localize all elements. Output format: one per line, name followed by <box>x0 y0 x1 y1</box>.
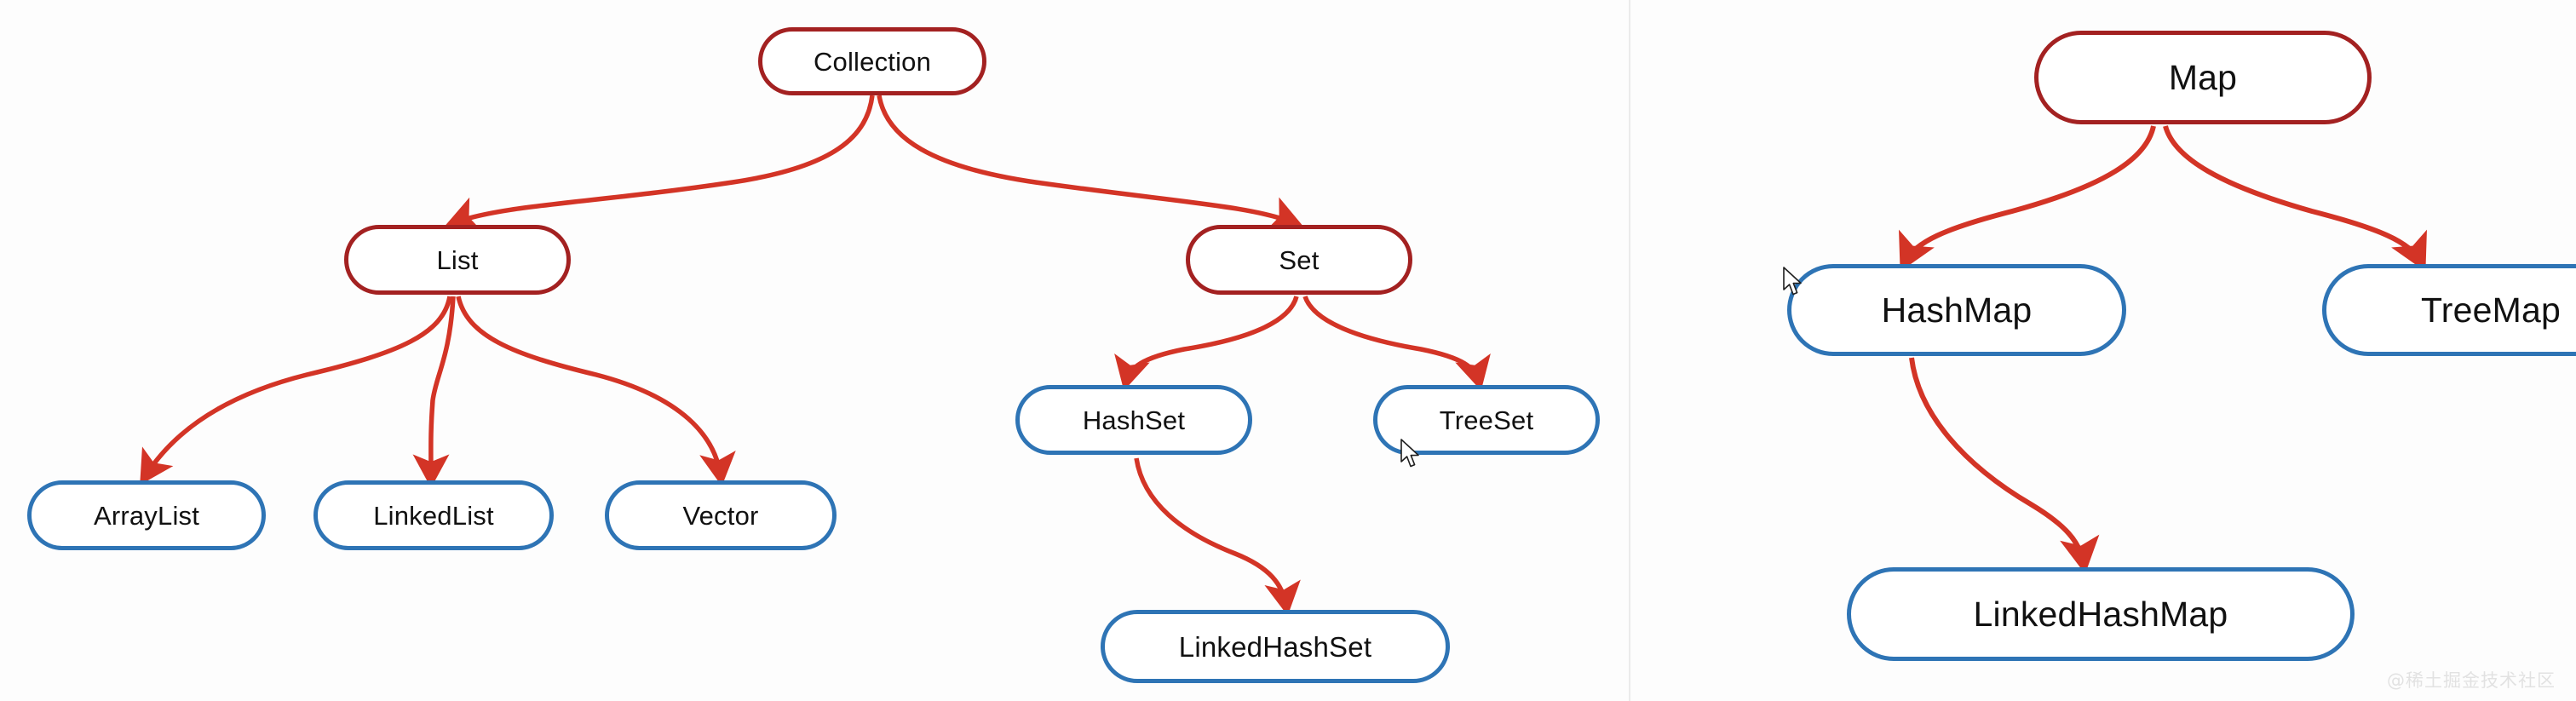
edge-list-linkedlist <box>412 296 456 489</box>
node-arraylist[interactable]: ArrayList <box>27 480 266 550</box>
edge-set-hashset <box>1114 296 1299 391</box>
edge-list-arraylist <box>140 296 452 486</box>
node-hashset[interactable]: HashSet <box>1015 385 1252 455</box>
node-collection[interactable]: Collection <box>758 27 986 95</box>
node-treeset[interactable]: TreeSet <box>1373 385 1600 455</box>
panel-divider <box>1629 0 1630 701</box>
node-label-arraylist: ArrayList <box>93 500 200 531</box>
node-map[interactable]: Map <box>2034 31 2372 124</box>
node-label-linkedlist: LinkedList <box>373 500 494 531</box>
edge-collection-list <box>444 95 875 232</box>
node-set[interactable]: Set <box>1186 225 1412 295</box>
node-label-set: Set <box>1279 244 1320 275</box>
edge-collection-set <box>877 95 1304 232</box>
node-linkedhashmap[interactable]: LinkedHashMap <box>1847 567 2355 661</box>
edge-list-vector <box>456 296 736 486</box>
collection-edge-layer <box>140 95 1491 616</box>
node-label-vector: Vector <box>682 500 759 531</box>
node-linkedlist[interactable]: LinkedList <box>313 480 554 550</box>
edge-map-treemap <box>2163 125 2427 272</box>
node-label-treemap: TreeMap <box>2421 290 2561 330</box>
map-hierarchy-panel: Map HashMap TreeMap LinkedHashMap <box>1646 0 2576 701</box>
node-label-treeset: TreeSet <box>1439 405 1534 435</box>
node-vector[interactable]: Vector <box>605 480 837 550</box>
node-label-linkedhashset: LinkedHashSet <box>1178 630 1372 663</box>
node-label-hashset: HashSet <box>1082 405 1186 435</box>
watermark-text: @稀土掘金技术社区 <box>2387 670 2556 691</box>
node-list[interactable]: List <box>344 225 571 295</box>
node-label-hashmap: HashMap <box>1881 290 2033 330</box>
node-label-collection: Collection <box>813 46 932 77</box>
node-label-list: List <box>436 244 479 275</box>
edge-map-hashmap <box>1899 125 2156 272</box>
edge-hashmap-linkedhashmap <box>1909 357 2100 574</box>
node-label-map: Map <box>2168 57 2238 97</box>
collection-hierarchy-panel: Collection List Set ArrayList LinkedList… <box>27 27 1600 683</box>
edge-hashset-linkedhashset <box>1134 457 1301 616</box>
node-treemap[interactable]: TreeMap <box>2322 264 2576 356</box>
node-label-linkedhashmap: LinkedHashMap <box>1973 594 2228 634</box>
node-hashmap[interactable]: HashMap <box>1787 264 2126 356</box>
node-linkedhashset[interactable]: LinkedHashSet <box>1101 610 1450 683</box>
edge-set-treeset <box>1302 295 1491 391</box>
